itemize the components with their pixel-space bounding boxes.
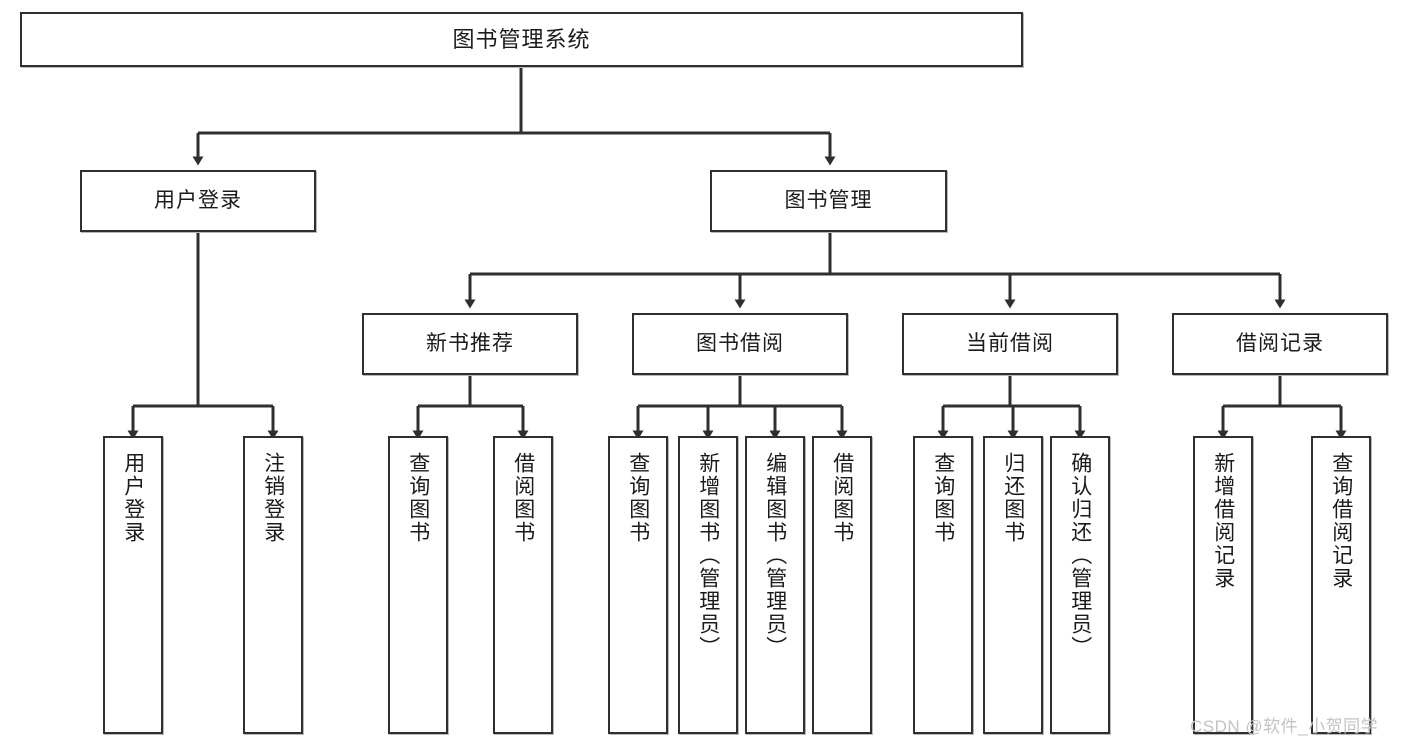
leaf-user-login-logout[interactable]: 注销登录: [243, 436, 303, 734]
node-book-borrow[interactable]: 图书借阅: [632, 313, 848, 375]
node-label: 图书管理系统: [452, 26, 591, 52]
leaf-current-confirm-return[interactable]: 确认归还（管理员）: [1050, 436, 1110, 734]
node-book-management[interactable]: 图书管理: [710, 170, 947, 232]
node-new-book-recommend[interactable]: 新书推荐: [362, 313, 578, 375]
node-root-system[interactable]: 图书管理系统: [20, 12, 1023, 67]
node-label: 确认归还（管理员）: [1068, 452, 1092, 659]
node-label: 借阅图书: [830, 452, 854, 544]
node-label: 用户登录: [121, 452, 145, 544]
leaf-borrow-add-book[interactable]: 新增图书（管理员）: [678, 436, 738, 734]
leaf-user-login-login[interactable]: 用户登录: [103, 436, 163, 734]
node-label: 新增图书（管理员）: [696, 452, 720, 659]
node-label: 用户登录: [154, 188, 242, 212]
leaf-record-query-record[interactable]: 查询借阅记录: [1311, 436, 1371, 734]
leaf-recommend-query-book[interactable]: 查询图书: [388, 436, 448, 734]
node-borrow-record[interactable]: 借阅记录: [1172, 313, 1388, 375]
node-label: 编辑图书（管理员）: [763, 452, 787, 659]
node-label: 新增借阅记录: [1211, 452, 1235, 590]
leaf-borrow-borrow-book[interactable]: 借阅图书: [812, 436, 872, 734]
node-label: 借阅图书: [511, 452, 535, 544]
leaf-recommend-borrow-book[interactable]: 借阅图书: [493, 436, 553, 734]
node-label: 查询图书: [931, 452, 955, 544]
node-current-borrow[interactable]: 当前借阅: [902, 313, 1118, 375]
node-label: 查询借阅记录: [1329, 452, 1353, 590]
leaf-current-return-book[interactable]: 归还图书: [983, 436, 1043, 734]
node-label: 注销登录: [261, 452, 285, 544]
node-label: 图书管理: [784, 188, 873, 212]
leaf-current-query-book[interactable]: 查询图书: [913, 436, 973, 734]
leaf-record-add-record[interactable]: 新增借阅记录: [1193, 436, 1253, 734]
node-label: 当前借阅: [966, 331, 1054, 355]
node-label: 归还图书: [1001, 452, 1025, 544]
node-user-login[interactable]: 用户登录: [80, 170, 316, 232]
leaf-borrow-query-book[interactable]: 查询图书: [608, 436, 668, 734]
node-label: 图书借阅: [696, 331, 784, 355]
node-label: 新书推荐: [426, 331, 514, 355]
watermark-text: CSDN @软件_小贺同学: [1190, 717, 1379, 736]
node-label: 查询图书: [626, 452, 650, 544]
node-label: 查询图书: [406, 452, 430, 544]
node-label: 借阅记录: [1236, 331, 1324, 355]
leaf-borrow-edit-book[interactable]: 编辑图书（管理员）: [745, 436, 805, 734]
